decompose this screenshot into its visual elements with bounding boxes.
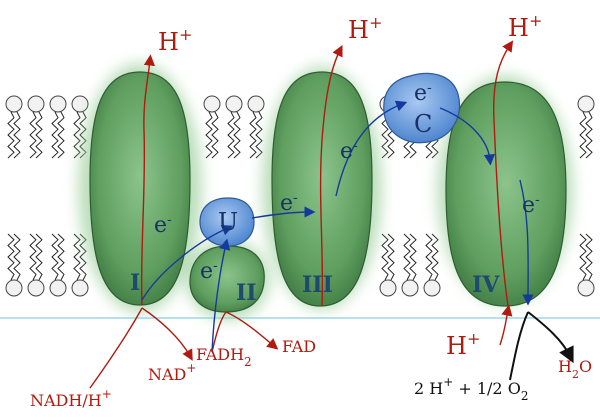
e-path-2-to-u <box>211 238 231 353</box>
lipid-tail <box>249 111 257 159</box>
lipid-tail <box>7 233 15 281</box>
matrix-proton-path <box>499 304 513 346</box>
lipid-head <box>379 279 397 297</box>
oxygen-water-paths <box>509 311 574 381</box>
lipid-tail <box>431 233 439 281</box>
h-plus-1: H+ <box>158 25 192 56</box>
complex-1-shape <box>89 71 191 306</box>
lipid-head <box>5 279 23 297</box>
ubiquinone-label: U <box>218 208 238 236</box>
lipid-tail <box>35 233 43 281</box>
complex-4-shape <box>445 81 567 307</box>
lipid-tail <box>7 111 15 159</box>
lipid-tail <box>579 111 587 159</box>
lipid-tail <box>381 233 389 281</box>
lipid-head <box>27 279 45 297</box>
lipid-tail <box>13 233 21 281</box>
electron-labels: e- e- e- e- e- e- <box>154 80 540 284</box>
h-plus-4: H+ <box>508 11 542 42</box>
lipid-tail <box>35 111 43 159</box>
e-label-3b: e- <box>340 138 358 164</box>
lipid-tail <box>211 111 219 159</box>
complex-2-label: II <box>236 280 257 306</box>
lipid-head <box>71 279 89 297</box>
e-path-u-to-3 <box>251 206 316 219</box>
lipid-tail <box>51 111 59 159</box>
proton-path-4 <box>492 40 514 307</box>
lipid-head <box>5 95 23 113</box>
lipid-tail <box>403 233 411 281</box>
h-plus-3: H+ <box>348 13 382 44</box>
lipid-tail <box>73 233 81 281</box>
lipid-tail <box>29 111 37 159</box>
lipid-tail <box>73 111 81 159</box>
proton-labels: H+ H+ H+ H+ <box>158 11 542 360</box>
complex-4-label: IV <box>472 272 500 298</box>
substrate-labels: NADH/H+ NAD+ FADH2 FAD H2O <box>30 337 592 410</box>
lipid-tail <box>255 111 263 159</box>
nadh-label: NADH/H+ <box>30 387 112 410</box>
nad-label: NAD+ <box>148 361 196 384</box>
oxygen-label: 2 H+ + 1/2 O2 <box>414 375 528 403</box>
lipid-head <box>49 279 67 297</box>
lipid-tail <box>409 233 417 281</box>
lipid-tail <box>585 233 593 281</box>
fadh2-to-complex2-path <box>211 311 227 353</box>
complex1-to-nad-path <box>141 307 193 361</box>
lipid-head <box>203 95 221 113</box>
lipid-tail <box>387 233 395 281</box>
cytochrome-c-shape <box>383 72 460 144</box>
complex-labels: I II III IV <box>130 270 500 306</box>
fadh2-label: FADH2 <box>196 345 252 369</box>
nadh-to-complex1-path <box>89 307 143 389</box>
e-label-1: e- <box>154 212 172 238</box>
lipid-head <box>27 95 45 113</box>
lipid-head <box>247 95 265 113</box>
h-plus-matrix: H+ <box>446 329 480 360</box>
lipid-head <box>577 95 595 113</box>
lipid-tail <box>13 111 21 159</box>
lipid-head <box>49 95 67 113</box>
lipid-tail <box>205 111 213 159</box>
electron-paths <box>141 100 534 353</box>
lipid-head <box>71 95 89 113</box>
cytochrome-c-label: C <box>414 110 432 138</box>
e-label-3a: e- <box>280 190 298 216</box>
lipid-tail <box>57 233 65 281</box>
e-path-3-to-c <box>335 100 408 197</box>
lipid-tail <box>425 233 433 281</box>
e-label-4: e- <box>522 192 540 218</box>
lipid-head <box>225 95 243 113</box>
lipid-tail <box>79 233 87 281</box>
lipid-tail <box>51 233 59 281</box>
e-label-2: e- <box>200 258 218 284</box>
water-label: H2O <box>558 357 592 381</box>
complex-3-shape <box>271 71 373 307</box>
lipid-tail <box>585 111 593 159</box>
lipid-bilayer <box>5 95 595 297</box>
lipid-tail <box>29 233 37 281</box>
fad-label: FAD <box>282 337 316 356</box>
e-path-c-to-4 <box>439 107 496 166</box>
complex-3-label: III <box>302 272 333 298</box>
lipid-head <box>577 279 595 297</box>
proton-path-3 <box>319 44 343 307</box>
lipid-tail <box>233 111 241 159</box>
e-path-1-to-u <box>141 225 234 301</box>
e-path-4-down <box>519 179 534 306</box>
lipid-tail <box>579 233 587 281</box>
lipid-head <box>401 279 419 297</box>
lipid-head <box>423 279 441 297</box>
proton-paths <box>89 40 514 389</box>
complex2-to-fad-path <box>225 311 279 350</box>
complex-1-label: I <box>130 270 140 296</box>
e-label-c: e- <box>414 80 432 106</box>
lipid-tail <box>57 111 65 159</box>
lipid-tail <box>227 111 235 159</box>
proton-path-1 <box>140 54 156 306</box>
